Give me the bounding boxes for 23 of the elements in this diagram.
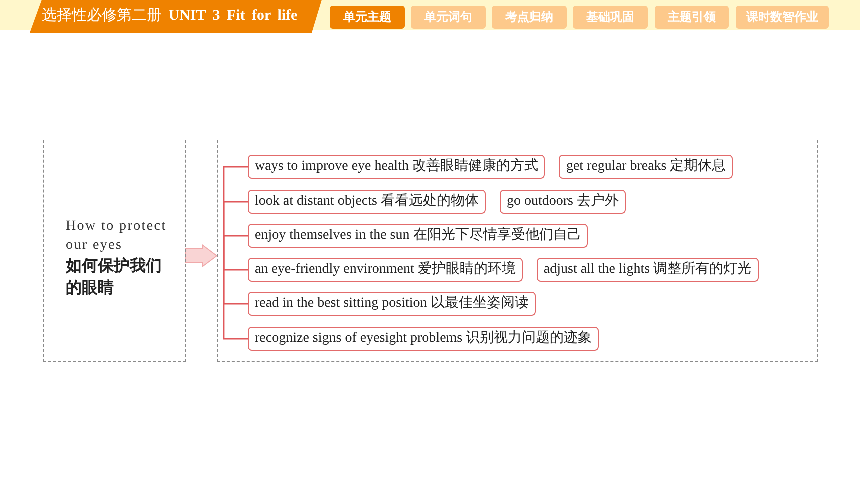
term-box: read in the best sitting position 以最佳坐姿阅读 [248,292,536,316]
term-box: get regular breaks 定期休息 [559,155,734,179]
translation-text: 如何保护我们的眼睛 [66,254,163,298]
term-box: adjust all the lights 调整所有的灯光 [536,258,759,282]
tab: 课时数智作业 [736,6,829,29]
term-box: ways to improve eye health 改善眼睛健康的方式 [248,155,546,179]
unit-heading-banner: 选择性必修第二册 UNIT 3 Fit for life [30,0,322,33]
term-box: an eye-friendly environment 爱护眼睛的环境 [248,258,523,282]
active-tab: 单元主题 [330,6,405,29]
heading-text: How to protect our eyes [66,218,168,254]
dashed-panel [217,140,818,362]
tab: 基础巩固 [573,6,648,29]
connector-line [223,235,248,256]
tab: 单元词句 [411,6,486,29]
term-box: enjoy themselves in the sun 在阳光下尽情享受他们自己 [248,224,588,248]
dashed-panel [43,140,186,362]
tab: 考点归纳 [492,6,567,29]
term-box: go outdoors 去户外 [500,190,626,214]
block-arrow [186,244,218,268]
connector-line [223,256,248,340]
tab: 主题引领 [655,6,729,29]
term-box: look at distant objects 看看远处的物体 [248,190,486,214]
term-box: recognize signs of eyesight problems 识别视力问题的迹象 [248,327,600,351]
